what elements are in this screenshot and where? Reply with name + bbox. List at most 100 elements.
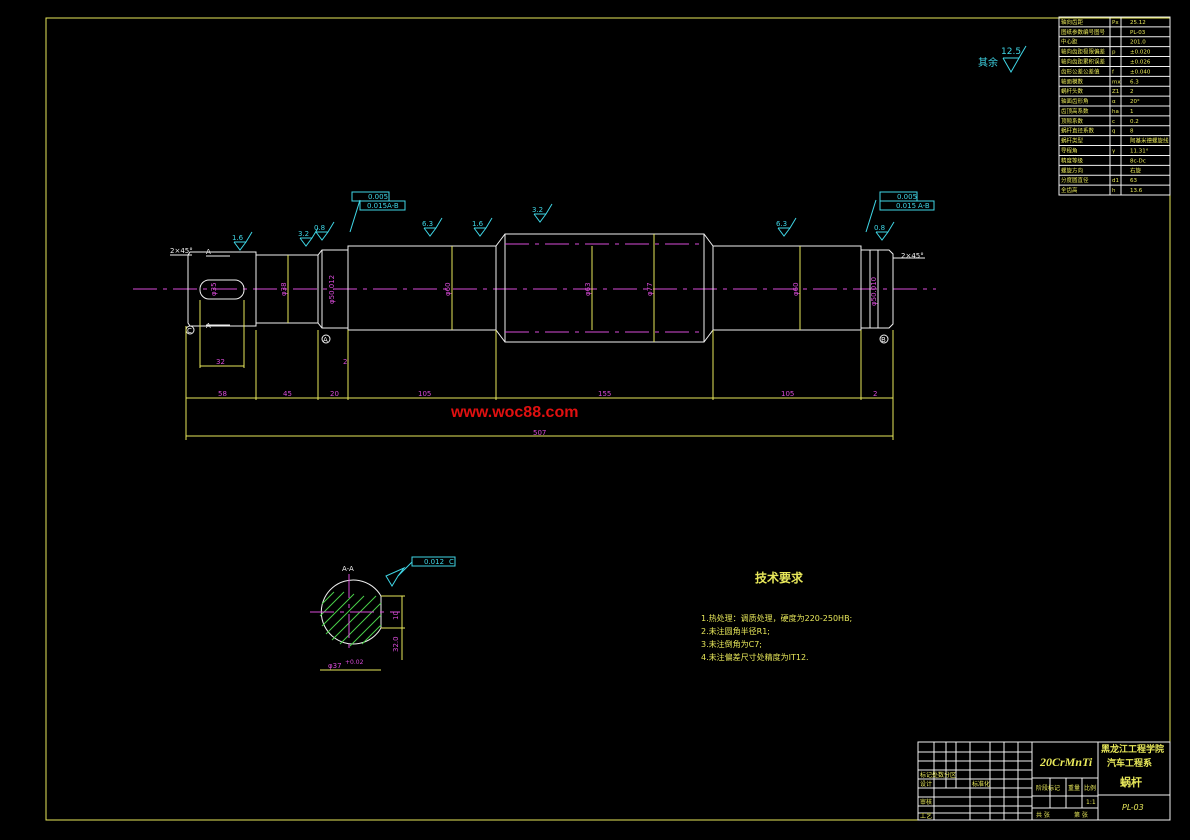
- roughness-symbol: [299, 227, 319, 247]
- tol-right-2: 0.015: [896, 202, 916, 210]
- param-name: 螺旋方向: [1061, 166, 1083, 174]
- roughness-value: 0.8: [874, 224, 885, 232]
- department-name: 汽车工程系: [1107, 757, 1152, 769]
- param-name: 轴向齿距: [1061, 18, 1084, 26]
- param-val: 8c-Dc: [1130, 158, 1146, 164]
- param-val: 63: [1130, 178, 1137, 184]
- roughness-value: 6.3: [422, 220, 433, 228]
- param-val: 2: [1130, 89, 1134, 95]
- roughness-other-value: 12.5: [1001, 47, 1021, 57]
- param-name: 精度等级: [1061, 156, 1084, 164]
- param-val: 201.0: [1130, 40, 1146, 46]
- param-name: 全齿高: [1061, 186, 1078, 194]
- section-cut-markers: A A: [206, 248, 230, 330]
- param-sym: α: [1112, 99, 1116, 105]
- chamfer-callouts: 2×45° 2×45°: [170, 247, 925, 260]
- scale-value: 1:1: [1086, 799, 1096, 806]
- tolerance-frame-right: 0.005 0.015 A-B: [865, 191, 935, 233]
- outer-border: [45, 17, 1171, 821]
- note-3: 3.未注倒角为C7;: [701, 639, 762, 649]
- param-sym: f: [1112, 69, 1115, 75]
- roughness-symbol: [423, 217, 443, 237]
- dim-total: 507: [533, 429, 546, 437]
- param-val: 20°: [1130, 99, 1140, 105]
- param-name: 轴向齿距极限偏差: [1061, 48, 1106, 56]
- roughness-symbol: [315, 221, 335, 241]
- param-sym: p: [1112, 50, 1116, 56]
- dia-label-h: φ50.010: [870, 277, 878, 306]
- param-sym: c: [1112, 119, 1115, 125]
- diameter-labels: φ35 φ38 φ50.012 φ60 φ63 φ77 φ60 φ50.010: [210, 275, 878, 306]
- param-val: PL-03: [1130, 30, 1146, 36]
- param-sym: Z1: [1112, 89, 1119, 95]
- param-sym: ha: [1112, 109, 1119, 115]
- param-name: 轴面齿形角: [1061, 97, 1089, 105]
- param-val: 0.2: [1130, 119, 1139, 125]
- watermark: www.woc88.com: [450, 404, 578, 421]
- dim-2-right: 2: [873, 390, 877, 398]
- param-val: 11.31°: [1130, 149, 1149, 155]
- section-tol-value: 0.012: [424, 558, 444, 566]
- chamfer-right-label: 2×45°: [901, 252, 924, 260]
- datum-a: A: [323, 336, 328, 344]
- roughness-value: 3.2: [298, 230, 309, 238]
- sheet-count: 共 张: [1036, 811, 1050, 819]
- param-val: ±0.026: [1130, 60, 1151, 66]
- param-name: 图纸参数编号图号: [1061, 28, 1106, 36]
- dim-105-left: 105: [418, 390, 431, 398]
- note-1: 1.热处理：调质处理，硬度为220-250HB;: [701, 613, 852, 623]
- dim-155: 155: [598, 390, 611, 398]
- dia-label-f: φ77: [646, 282, 654, 296]
- worm-shaft: [187, 233, 894, 343]
- school-name: 黑龙江工程学院: [1101, 743, 1164, 755]
- section-hatching: [319, 591, 382, 647]
- note-4: 4.未注偏差尺寸处精度为IT12.: [701, 652, 809, 662]
- roughness-value: 0.8: [314, 224, 325, 232]
- param-sym: γ: [1112, 149, 1116, 155]
- param-sym: d1: [1112, 178, 1119, 184]
- param-name: 齿形公差公差值: [1061, 67, 1100, 75]
- section-a-a-view: A-A φ37 +0.02 32.0 10 0.012 C: [310, 556, 456, 671]
- standard-label: 标准化: [972, 780, 990, 788]
- stage-label: 阶段标记: [1036, 784, 1060, 792]
- dia-label-e: φ63: [584, 282, 592, 296]
- datum-symbols: C A B: [185, 325, 889, 344]
- param-name: 中心距: [1061, 38, 1078, 46]
- param-name: 蜗杆类型: [1061, 137, 1084, 145]
- param-name: 轴向齿距累积误差: [1061, 58, 1106, 66]
- section-marker-top: A: [206, 248, 211, 256]
- param-name: 齿顶高系数: [1061, 107, 1089, 115]
- param-val: 25.12: [1130, 20, 1146, 26]
- section-tol-ref: C: [449, 558, 454, 566]
- param-val: ±0.040: [1130, 69, 1151, 75]
- dim-105-right: 105: [781, 390, 794, 398]
- parameter-table: 轴向齿距 Px 25.12 图纸参数编号图号 PL-03 中心距 201.0 轴向齿距极限偏差…: [1058, 16, 1171, 196]
- drawing-number: PL-03: [1122, 803, 1144, 812]
- tolerance-frame-left: 0.005 0.015 A-B: [349, 191, 406, 233]
- tol-left-ref: A-B: [387, 202, 399, 210]
- weight-label: 重量: [1068, 784, 1080, 792]
- process-label: 工艺: [920, 812, 932, 820]
- param-sym: q: [1112, 129, 1116, 135]
- param-name: 蜗杆直径系数: [1061, 127, 1095, 135]
- notes-title: 技术要求: [755, 570, 804, 585]
- roughness-symbol: [473, 217, 493, 237]
- param-val: 6.3: [1130, 79, 1139, 85]
- dim-key-length: 32: [216, 358, 225, 366]
- param-val: 13.6: [1130, 188, 1143, 194]
- roughness-other-symbol: 其余 12.5: [978, 45, 1027, 74]
- roughness-other-label: 其余: [978, 56, 998, 69]
- param-name: 顶隙系数: [1061, 117, 1084, 125]
- param-val: 8: [1130, 129, 1134, 135]
- param-name: 蜗杆头数: [1061, 87, 1084, 95]
- tol-left-1: 0.005: [368, 193, 388, 201]
- dim-2-left: 2: [343, 358, 347, 366]
- section-diameter: φ37: [328, 662, 342, 670]
- param-sym: Px: [1112, 20, 1119, 26]
- section-depth: 32.0: [392, 636, 400, 652]
- param-val: 1: [1130, 109, 1134, 115]
- datum-c: C: [187, 327, 192, 335]
- chamfer-left-label: 2×45°: [170, 247, 193, 255]
- param-sym: h: [1112, 188, 1116, 194]
